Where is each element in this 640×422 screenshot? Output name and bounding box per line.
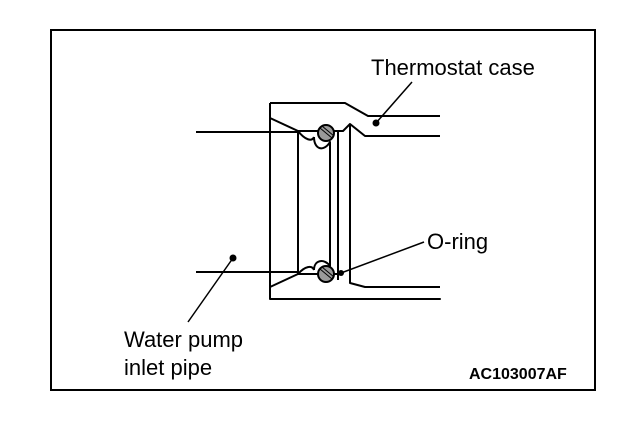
o-ring-label: O-ring [427, 229, 489, 254]
thermostat-case-top-inner [269, 117, 351, 132]
o-ring-top [317, 124, 335, 142]
water-pump-label-line1: Water pump [124, 327, 244, 352]
thermostat-case-outer [269, 102, 441, 300]
leader-o-ring [340, 241, 425, 274]
thermostat-case-label: Thermostat case [371, 55, 535, 80]
o-ring-bottom [317, 265, 335, 283]
pipe-end-bead-top [297, 130, 315, 141]
leader-thermostat-case [375, 81, 413, 124]
leader-dot-o-ring [338, 270, 344, 276]
figure-frame [50, 29, 596, 391]
leader-dot-thermostat-case [372, 119, 380, 127]
leader-dot-water-pump [229, 254, 237, 262]
water-pump-label-line2: inlet pipe [124, 355, 213, 380]
pipe-end-bead-bottom [297, 265, 315, 275]
figure-code: AC103007AF [469, 366, 567, 383]
leader-water-pump [187, 257, 234, 323]
pipe-end-inner-wall [313, 136, 331, 271]
